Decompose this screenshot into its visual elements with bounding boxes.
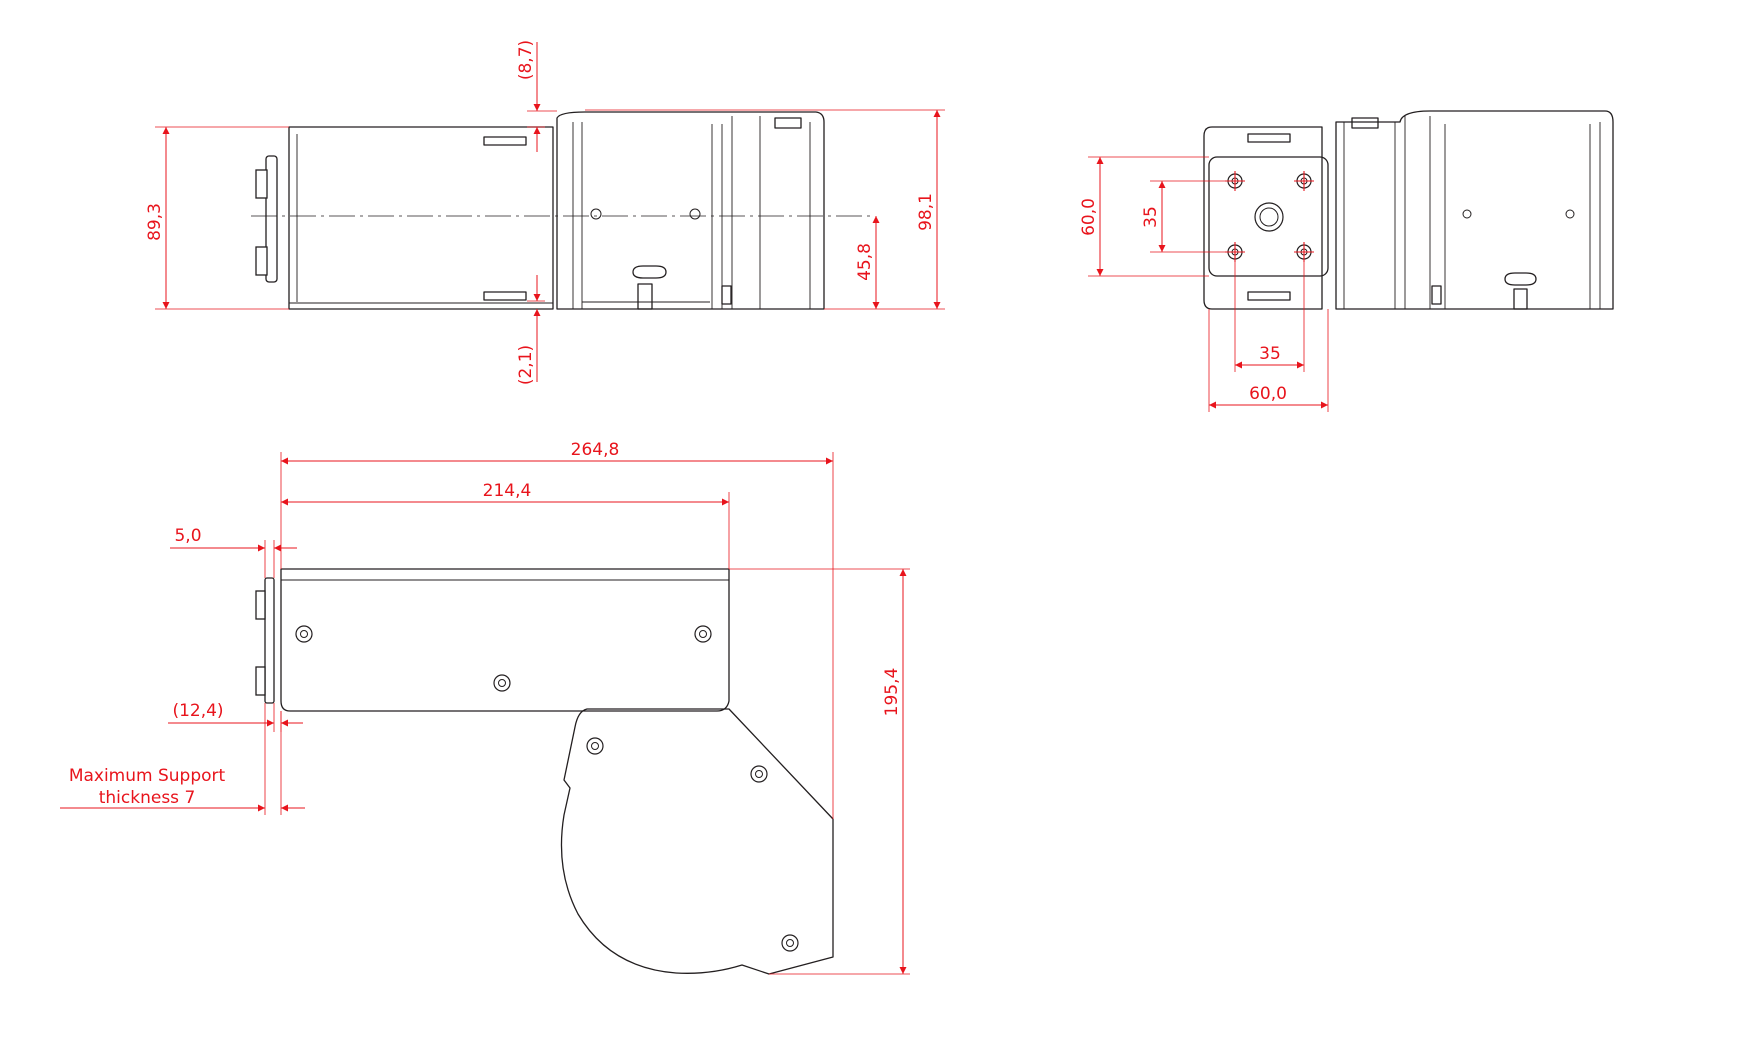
top-flange-plate	[264, 577, 275, 704]
dim-top-flange-label: 5,0	[174, 526, 201, 546]
top-housing	[560, 708, 834, 975]
side-clip-top	[483, 136, 527, 146]
end-housing-hole-1	[1462, 209, 1472, 219]
dim-end-plate-height: 60,0	[1079, 156, 1209, 277]
top-arm-screw-2	[694, 625, 712, 643]
dim-top-length-arm-label: 214,4	[483, 481, 532, 501]
side-flange-bolt-bottom	[255, 246, 268, 276]
side-knob	[632, 265, 667, 279]
end-knob-stem	[1513, 288, 1528, 310]
dim-side-height-overall: 89,3	[145, 126, 289, 310]
side-housing-tab	[774, 117, 802, 129]
end-mounting-plate	[1208, 156, 1329, 277]
side-housing-hole-1	[590, 208, 602, 220]
top-flange-bolt-bottom	[255, 666, 266, 696]
dim-top-flange-offset: (12,4)	[168, 701, 303, 732]
side-housing-foot	[721, 285, 732, 305]
end-bracket	[1203, 126, 1323, 310]
side-view: 89,3 (8,7) (2,1) 45,8 98,1	[145, 40, 945, 385]
top-housing-screw-2	[750, 765, 768, 783]
dim-end-plate-width-label: 60,0	[1249, 384, 1287, 404]
dim-side-gap-bottom-label: (2,1)	[516, 345, 536, 385]
dim-side-center-height-label: 45,8	[855, 243, 875, 281]
dim-side-gap-bottom: (2,1)	[516, 275, 545, 385]
end-housing	[1335, 110, 1614, 310]
side-knob-stem	[637, 283, 653, 310]
dim-top-length-overall: 264,8	[280, 440, 834, 819]
top-view: 264,8 214,4 5,0 (12,4) Maximum Support	[60, 440, 910, 975]
top-flange-bolt-top	[255, 590, 266, 620]
side-clip-bottom	[483, 291, 527, 301]
top-arm-screw-1	[295, 625, 313, 643]
dim-side-center-height: 45,8	[824, 216, 945, 310]
dim-top-flange: 5,0	[170, 526, 297, 578]
top-arm-screw-3	[493, 674, 511, 692]
dim-side-gap-top: (8,7)	[516, 40, 557, 152]
dim-end-plate-width: 60,0	[1208, 309, 1329, 412]
dim-top-depth-overall-label: 195,4	[882, 668, 902, 717]
side-housing-hole-2	[689, 208, 701, 220]
dim-end-hole-spacing-horizontal-label: 35	[1259, 344, 1281, 364]
top-arm	[280, 568, 730, 712]
end-housing-foot	[1431, 285, 1442, 305]
top-housing-screw-1	[586, 737, 604, 755]
dim-side-height-overall-label: 89,3	[145, 203, 165, 241]
dim-side-gap-top-label: (8,7)	[516, 40, 536, 80]
dim-top-depth-overall: 195,4	[729, 568, 910, 975]
dim-top-length-arm: 214,4	[281, 481, 730, 569]
end-housing-hole-2	[1565, 209, 1575, 219]
top-housing-screw-3	[781, 934, 799, 952]
dim-end-hole-spacing-vertical: 35	[1141, 180, 1225, 253]
dim-top-support-thickness: Maximum Support thickness 7	[60, 703, 305, 815]
end-clip-bottom	[1247, 291, 1291, 301]
dim-top-flange-offset-label: (12,4)	[172, 701, 223, 721]
end-view: 60,0 35 35 60,0	[1079, 110, 1614, 412]
dim-side-height-total-label: 98,1	[916, 193, 936, 231]
end-hole-marks	[1225, 171, 1314, 262]
side-flange-bolt-top	[255, 169, 268, 199]
end-knob	[1504, 272, 1537, 286]
dim-end-hole-spacing-horizontal: 35	[1234, 262, 1305, 372]
end-clip-top	[1247, 133, 1291, 143]
end-center-hole	[1254, 202, 1284, 232]
note-support-line1: Maximum Support	[69, 766, 226, 786]
end-housing-tab	[1351, 117, 1379, 129]
dim-top-length-overall-label: 264,8	[571, 440, 620, 460]
dim-side-height-total: 98,1	[585, 109, 945, 309]
side-arm-tube	[288, 126, 554, 310]
note-support-line2: thickness 7	[99, 788, 196, 808]
dim-end-hole-spacing-vertical-label: 35	[1141, 206, 1161, 228]
dim-end-plate-height-label: 60,0	[1079, 198, 1099, 236]
side-housing	[556, 111, 825, 310]
side-flange-plate	[265, 155, 278, 283]
